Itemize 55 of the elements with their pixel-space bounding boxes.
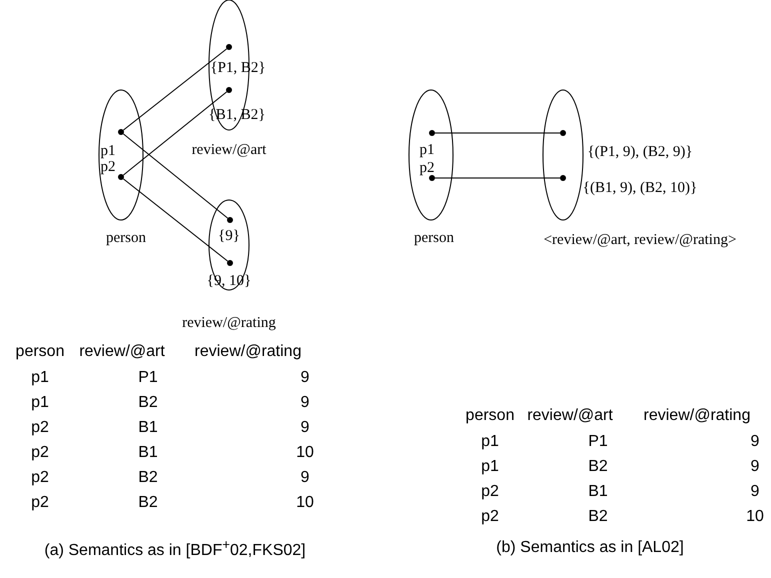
table-value: 9	[300, 469, 310, 487]
table-value: 10	[296, 444, 314, 462]
table-value: p1	[31, 369, 49, 387]
table-value: p2	[31, 494, 49, 512]
point-label: {9}	[218, 228, 240, 244]
table-value: B2	[138, 469, 158, 487]
point-label: p1	[420, 142, 434, 158]
table-value: 9	[750, 458, 760, 476]
table-value: p2	[481, 483, 499, 501]
table-value: 9	[300, 419, 310, 437]
table-value: B1	[588, 483, 608, 501]
connector-line	[434, 132, 560, 134]
table-value: p2	[481, 508, 499, 526]
figure-caption: (a) Semantics as in [BDF$^{+}$02,FKS02]	[44, 536, 306, 560]
connector-line	[122, 133, 228, 219]
table-value: 9	[750, 433, 760, 451]
point-label: {(P1, 9), (B2, 9)}	[587, 144, 693, 160]
set-label: <review/@art, review/@rating>	[544, 232, 736, 248]
table-value: 10	[296, 494, 314, 512]
column-header: person	[466, 407, 514, 425]
table-value: B1	[138, 419, 158, 437]
column-header: review/@rating	[644, 407, 750, 425]
column-header: review/@art	[79, 343, 165, 361]
column-header: review/@art	[527, 407, 613, 425]
table-value: p1	[481, 433, 499, 451]
table-value: 9	[300, 394, 310, 412]
point-label: p2	[420, 160, 434, 176]
table-value: p1	[481, 458, 499, 476]
point-label: {(B1, 9), (B2, 10)}	[582, 180, 698, 196]
table-value: p2	[31, 469, 49, 487]
point-label: p2	[100, 159, 116, 175]
set-label: person	[106, 230, 146, 246]
set-label: person	[414, 230, 454, 246]
table-value: B1	[138, 444, 158, 462]
table-value: B2	[138, 494, 158, 512]
table-value: B2	[138, 394, 158, 412]
column-header: review/@rating	[194, 343, 302, 361]
table-value: P1	[588, 433, 608, 451]
table-value: B2	[588, 458, 608, 476]
point-label: p1	[100, 143, 116, 159]
connector-line	[122, 48, 228, 131]
connector-line	[122, 91, 228, 176]
column-header: person	[16, 343, 64, 361]
table-value: p1	[31, 394, 49, 412]
table-value: p2	[31, 444, 49, 462]
connector-line	[122, 178, 228, 262]
table-value: P1	[138, 369, 158, 387]
table-value: 9	[300, 369, 310, 387]
table-value: B2	[588, 508, 608, 526]
set-label: review/@art	[192, 142, 266, 158]
table-value: 10	[746, 508, 764, 526]
table-value: p2	[31, 419, 49, 437]
set-label: review/@rating	[182, 315, 276, 331]
table-value: 9	[750, 483, 760, 501]
figure-caption: (b) Semantics as in [AL02]	[496, 539, 684, 557]
